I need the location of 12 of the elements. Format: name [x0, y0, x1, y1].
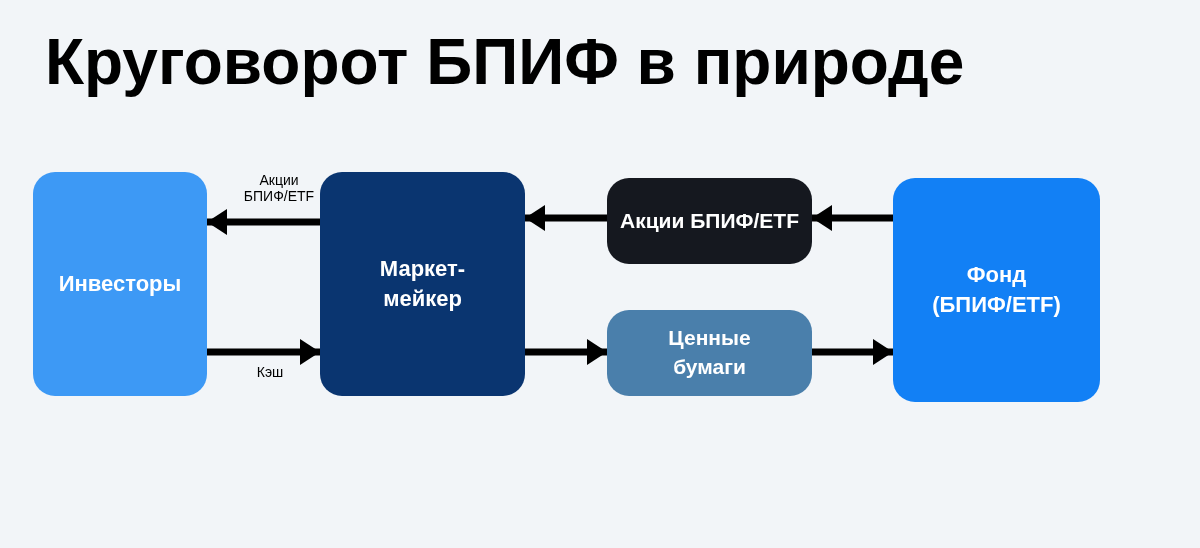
arrow — [525, 205, 607, 231]
arrow — [207, 209, 320, 235]
arrow — [525, 339, 607, 365]
title: Круговорот БПИФ в природе — [45, 25, 965, 100]
arrow — [812, 339, 893, 365]
arrow — [207, 339, 320, 365]
shares-box: Акции БПИФ/ETF — [607, 178, 812, 264]
market-maker-box: Маркет-мейкер — [320, 172, 525, 396]
fund-box: Фонд (БПИФ/ETF) — [893, 178, 1100, 402]
securities-box: Ценные бумаги — [607, 310, 812, 396]
arrow — [812, 205, 893, 231]
investors-box: Инвесторы — [33, 172, 207, 396]
